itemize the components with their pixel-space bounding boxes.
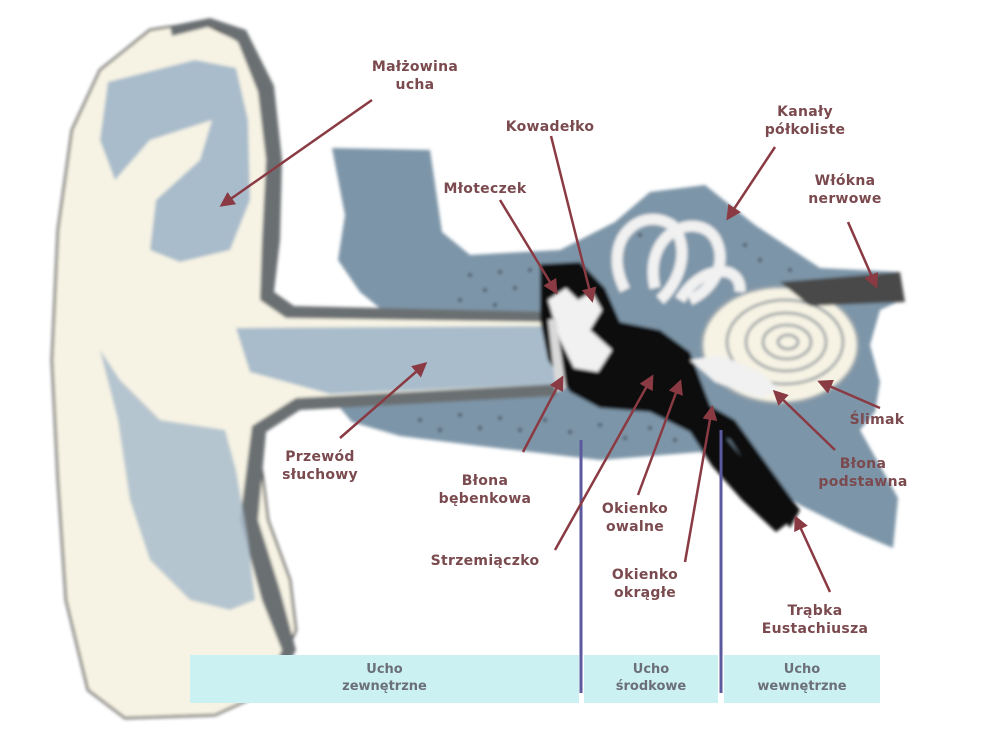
cochlea-spiral: [725, 298, 845, 386]
arrow-kanaly: [726, 146, 777, 221]
middle-ear-cavity: [540, 262, 792, 532]
arrow-okienko-owalne: [636, 379, 683, 496]
label-wlokna-nerwowe: Włókna nerwowe: [808, 173, 882, 207]
helix-rim: [170, 18, 556, 322]
label-kowadelko: Kowadełko: [505, 119, 595, 135]
label-przewod-sluchowy: Przewód słuchowy: [282, 449, 358, 483]
arrow-kowadelko: [549, 135, 597, 303]
label-okienko-okragle: Okienko okrągłe: [611, 567, 679, 601]
label-blona-bebenkowa: Błona bębenkowa: [438, 473, 532, 507]
arrow-malzowina: [219, 98, 373, 207]
zone-middle-ear: Ucho środkowe: [584, 655, 718, 703]
vestibule: [690, 355, 780, 398]
zone-outer-ear: Ucho zewnętrzne: [190, 655, 579, 703]
label-mloteczek: Młoteczek: [443, 181, 527, 197]
arrow-trabka: [794, 515, 832, 593]
label-trabka-eustachiusza: Trąbka Eustachiusza: [761, 603, 869, 637]
label-okienko-owalne: Okienko owalne: [601, 501, 669, 535]
concha: [100, 350, 255, 610]
eardrum: [548, 318, 566, 392]
label-blona-podstawna: Błona podstawna: [818, 456, 908, 490]
label-slimak: Ślimak: [849, 412, 905, 428]
zone-inner-ear: Ucho wewnętrzne: [724, 655, 880, 703]
arrow-mloteczek: [498, 199, 558, 295]
label-strzemiaczko: Strzemiączko: [430, 553, 540, 569]
label-malzowina-ucha: Małżowina ucha: [371, 59, 459, 93]
arrow-blona-bebenkowa: [521, 375, 564, 453]
arrow-slimak: [817, 379, 881, 410]
arrow-blona-podstawna: [772, 389, 836, 451]
lobe-rim: [240, 384, 556, 694]
semicircular-canals: [611, 213, 746, 306]
scapha: [100, 60, 250, 262]
eustachian-tube: [690, 400, 800, 528]
label-kanaly-polkoliste: Kanały półkoliste: [764, 104, 846, 138]
ear-canal: [236, 326, 556, 394]
ossicles: [548, 288, 612, 372]
arrow-przewod: [339, 362, 428, 439]
arrow-wlokna: [846, 221, 879, 289]
arrow-okienko-okragle: [683, 405, 718, 563]
arrow-strzemiaczko: [553, 374, 654, 551]
